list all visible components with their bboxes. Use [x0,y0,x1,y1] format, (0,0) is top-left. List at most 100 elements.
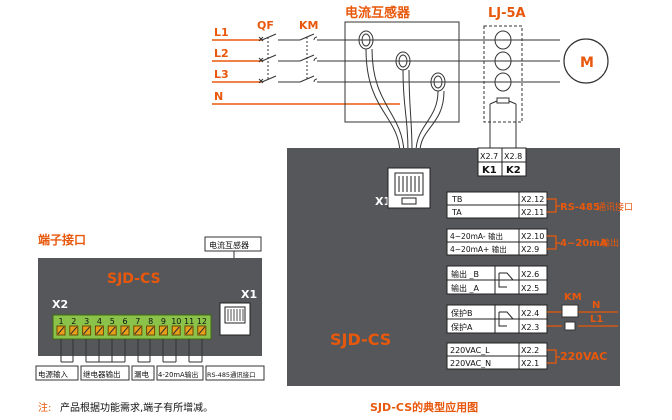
phase-lines [212,39,400,105]
lj5a-box [483,25,523,123]
x1-jack [387,167,431,209]
row-prot-a-code: X2.3 [521,323,539,332]
ct-label-box [204,236,262,252]
motor-label: M [580,55,594,71]
line-label-l1: L1 [214,26,229,39]
lj5a-coils [489,30,517,148]
external-wiring [547,198,618,364]
line-label-l3: L3 [214,68,229,81]
x1-panel-label: X1 [241,288,257,301]
ma-rest: 输出 [601,237,619,249]
k2-code: X2.8 [504,152,522,161]
qf-label: QF [257,19,274,32]
k-terminals [477,147,527,177]
row-tb: TB [451,195,462,204]
ct-coils [358,30,446,153]
fuse [564,321,576,331]
k1-code: X2.7 [480,152,498,161]
row-out-b: 输出 _B [451,269,479,279]
group-rs485: RS-485通讯接口 [207,370,256,379]
row-ta: TA [451,208,462,217]
switch-qf-km [258,33,560,84]
terminal-screw-slot [185,326,193,335]
row-out-b-code: X2.6 [521,270,539,279]
row-tb-code: X2.12 [521,195,544,204]
terminal-number: 7 [135,317,140,326]
ct-box [344,21,460,123]
terminal-panel-title: 端子接口 [38,232,86,247]
terminal-number: 1 [59,317,64,326]
terminal-screw-slot [96,326,103,335]
terminal-screw-slot [147,326,154,335]
group-leak: 漏电 [134,369,149,379]
terminal-number: 12 [197,317,207,326]
row-ma-minus: 4~20mA- 输出 [450,231,503,241]
row-vac-n-code: X2.1 [521,359,539,368]
x1-label: X1 [375,195,391,208]
note-text: 产品根据功能需求,端子有所增减。 [60,401,213,414]
terminal-number: 5 [110,317,115,326]
terminal-screw-slot [108,326,116,335]
terminal-screws [56,325,207,336]
rs485-bold: RS-485 [560,202,600,213]
terminal-number: 6 [123,317,128,326]
l1-right-label: L1 [590,314,603,325]
row-prot-b-code: X2.4 [521,309,539,318]
row-vac-l-code: X2.2 [521,346,539,355]
km-coil [561,304,579,318]
ct-label: 电流互感器 [209,240,249,250]
k2-label: K2 [506,165,521,176]
row-ma-plus-code: X2.9 [521,245,539,254]
row-ma-minus-code: X2.10 [521,232,544,241]
group-label-boxes [35,365,265,381]
group-power: 电源输入 [38,369,68,379]
motor-icon [563,38,609,84]
km-right-label: KM [564,292,582,303]
vac-label: 220VAC [560,350,607,363]
diagram-caption: SJD-CS的典型应用图 [370,400,478,414]
terminal-screw-slot [70,326,78,335]
terminal-screw-slot [160,326,167,335]
line-label-l2: L2 [214,47,229,60]
row-vac-l: 220VAC_L [450,346,490,355]
terminal-number: 10 [171,317,181,326]
ct-title: 电流互感器 [345,5,411,21]
terminal-number: 9 [161,317,166,326]
row-ta-code: X2.11 [521,208,544,217]
group-ma: 4-20mA输出 [158,370,198,379]
ma-bold: 4~20mA [560,238,608,249]
terminal-number: 2 [71,317,76,326]
device-name: SJD-CS [330,330,391,349]
relay-contacts [498,272,514,327]
group-leads [60,339,203,363]
line-label-n: N [214,90,223,103]
k1-label: K1 [482,165,497,176]
row-out-a-code: X2.5 [521,284,539,293]
terminal-screw-slot [57,326,65,335]
terminal-number: 11 [184,317,194,326]
row-vac-n: 220VAC_N [450,359,491,368]
row-prot-a: 保护A [451,322,473,332]
terminal-number: 4 [97,317,102,326]
terminal-number: 8 [148,317,153,326]
rs485-rest: 通讯接口 [597,201,633,213]
km-label: KM [299,19,318,32]
terminal-screw-slot [121,326,129,335]
row-out-a: 输出 _A [451,283,480,293]
terminal-panel-device: SJD-CS [107,271,161,287]
terminal-screw-slot [172,326,180,335]
group-relay: 继电器输出 [83,369,121,379]
terminal-blocks [446,191,548,370]
note-label: 注: [38,401,51,414]
x2-label: X2 [52,298,68,311]
n-right-label: N [592,300,600,311]
lj-title: LJ-5A [488,6,526,21]
terminal-screw-slot [83,326,90,335]
row-prot-b: 保护B [451,308,473,318]
terminal-number: 3 [84,317,89,326]
terminal-screw-slot [134,326,142,335]
terminal-screw-slot [198,326,206,335]
row-ma-plus: 4~20mA+ 输出 [450,244,507,254]
